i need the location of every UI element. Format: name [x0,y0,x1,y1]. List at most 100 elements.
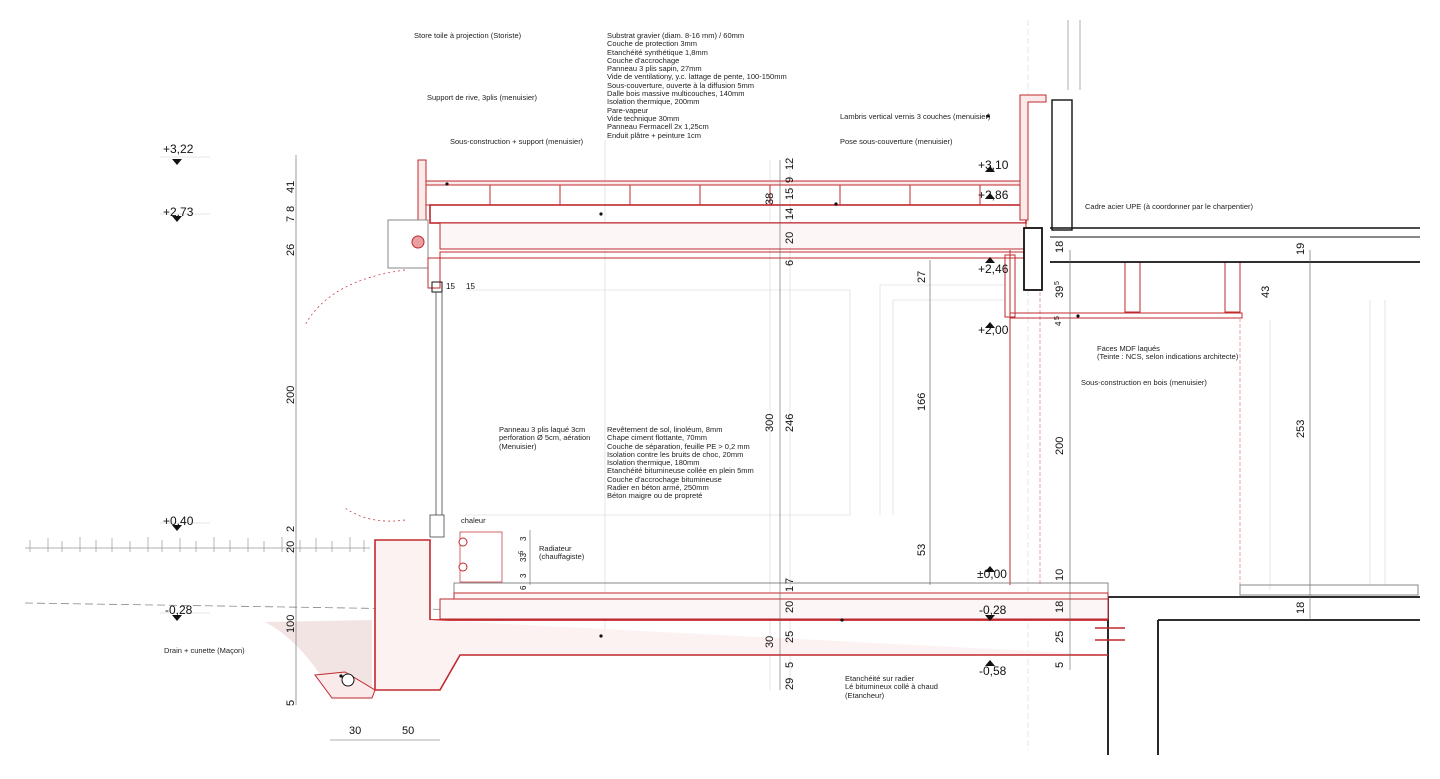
level-label-058: -0,58 [979,664,1007,678]
floor-layer: Couche d'accrochage bitumineuse [607,474,722,484]
dim-small: 15 [466,282,475,291]
dim-radiator: 6 [519,585,528,590]
dim-col790: 14 [784,207,796,220]
roof-layer: Sous-couverture, ouverte à la diffusion … [607,80,755,90]
dim-col1060: 10 [1054,568,1066,581]
level-label-286: +2,86 [978,188,1009,202]
dim-bottom: 50 [402,725,415,737]
dim-radiator: 33 [519,553,528,562]
level-label-028-right: -0,28 [979,603,1007,617]
dim-col380: 300 [764,413,776,432]
dim-col1060: 4 [1054,321,1063,326]
dim-col920: 27 [916,270,928,283]
floor-layer: Chape ciment flottante, 70mm [607,433,708,443]
etancheite-line: Etanchéité sur radier [845,674,915,683]
dim-col1300: 18 [1295,601,1307,614]
floor-layer: Couche de séparation, feuille PE > 0,2 m… [607,441,750,451]
dim-left: 5 [285,699,297,706]
dim-radiator: 5 [519,550,525,554]
level-label-322: +3,22 [163,142,194,156]
dim-col790: 5 [784,661,796,668]
dim-col1300: 253 [1295,419,1307,438]
floor-layer: Isolation contre les bruits de choc, 20m… [607,449,744,459]
panneau-line: perforation Ø 5cm, aération [499,433,591,443]
dim-col920: 53 [916,543,928,556]
roof-layer: Etanchéité synthétique 1,8mm [607,47,708,57]
panneau-line: (Menuisier) [499,441,537,451]
dim-left: 2 [285,525,297,532]
dim-col790: 246 [784,413,796,432]
dim-col1060: 18 [1054,600,1066,613]
note-drain: Drain + cunette (Maçon) [164,646,245,655]
note-floor-layers: Revêtement de sol, linoléum, 8mm Chape c… [607,425,754,501]
window-frame [304,269,445,538]
dim-col790: 20 [784,600,796,613]
floor-build-up [314,531,1125,699]
dim-left: 200 [285,385,297,404]
roof-layer: Substrat gravier (diam. 8-16 mm) / 60mm [607,31,745,40]
dim-radiator: 3 [519,573,528,578]
dim-col920: 166 [916,392,928,411]
dim-left: 8 [285,205,297,212]
roof-layer: Pare-vapeur [607,105,649,115]
dimension-lines [295,155,1311,741]
dim-col1060: 5 [1054,661,1066,668]
level-label-040: +0,40 [163,514,194,528]
faces-mdf-line: Faces MDF laqués [1097,344,1160,353]
leader-dots [339,114,1080,678]
panneau-line: Panneau 3 plis laqué 3cm [499,425,586,434]
note-etancheite-radier: Etanchéité sur radier Lé bitumineux coll… [845,674,938,700]
note-faces-mdf: Faces MDF laqués (Teinte : NCS, selon in… [1097,344,1239,362]
dim-col1060: 5 [1054,316,1061,320]
level-label-273: +2,73 [163,205,194,219]
etancheite-line: Lé bitumineux collé à chaud [845,682,938,692]
dim-left: 41 [285,180,297,193]
faces-mdf-line: (Teinte : NCS, selon indications archite… [1097,352,1239,362]
radiateur-line: Radiateur [539,544,572,553]
roof-layer: Couche d'accrochage [607,55,680,65]
note-store: Store toile à projection (Storiste) [414,31,522,40]
dim-col1060: 39 [1054,285,1066,298]
level-label-310: +3,10 [978,158,1009,172]
roof-build-up [387,94,1243,585]
dim-col1300: 43 [1260,285,1272,298]
floor-layer: Radier en béton armé, 250mm [607,483,709,493]
dim-col380: 29 [784,677,796,690]
dim-col1060: 5 [1054,281,1061,285]
dim-left: 26 [285,243,297,256]
roof-layer: Vide de ventilationy, y.c. lattage de pe… [607,72,787,82]
dim-left: 7 [285,215,297,222]
level-markers [172,159,995,666]
dim-radiator: 3 [519,536,528,541]
note-chaleur: chaleur [461,516,486,525]
roof-layer: Panneau 3 plis sapin, 27mm [607,64,702,74]
floor-layer: Revêtement de sol, linoléum, 8mm [607,425,723,434]
dim-left: 100 [285,614,297,633]
roof-layer: Isolation thermique, 200mm [607,97,700,107]
note-roof-layers: Substrat gravier (diam. 8-16 mm) / 60mm … [607,31,787,140]
note-sous-construction-bois: Sous-construction en bois (menuisier) [1081,378,1207,387]
note-radiateur: Radiateur (chauffagiste) [539,544,585,562]
dim-small: 15 [446,282,455,291]
roof-layer: Vide technique 30mm [607,113,680,123]
floor-layer: Béton maigre ou de propreté [607,491,703,501]
dim-col1300: 19 [1295,242,1307,255]
level-label-246: +2,46 [978,262,1009,276]
dim-col790: 12 [784,157,796,170]
level-label-000: ±0,00 [977,567,1007,581]
dim-col380: 38 [764,192,776,205]
radiateur-line: (chauffagiste) [539,552,585,562]
note-cadre-acier: Cadre acier UPE (à coordonner par le cha… [1085,202,1253,211]
level-lines [160,156,210,614]
floor-layer: Isolation thermique, 180mm [607,458,700,468]
dim-left: 20 [285,540,297,553]
note-lambris: Lambris vertical vernis 3 couches (menui… [840,112,991,121]
level-label-028-left: -0,28 [165,603,193,617]
etancheite-line: (Etancheur) [845,690,885,700]
dim-col1060: 200 [1054,436,1066,455]
level-label-200: +2,00 [978,323,1009,337]
dim-col380: 30 [764,635,776,648]
dim-col790: 20 [784,231,796,244]
roof-layer: Panneau Fermacell 2x 1,25cm [607,122,709,132]
